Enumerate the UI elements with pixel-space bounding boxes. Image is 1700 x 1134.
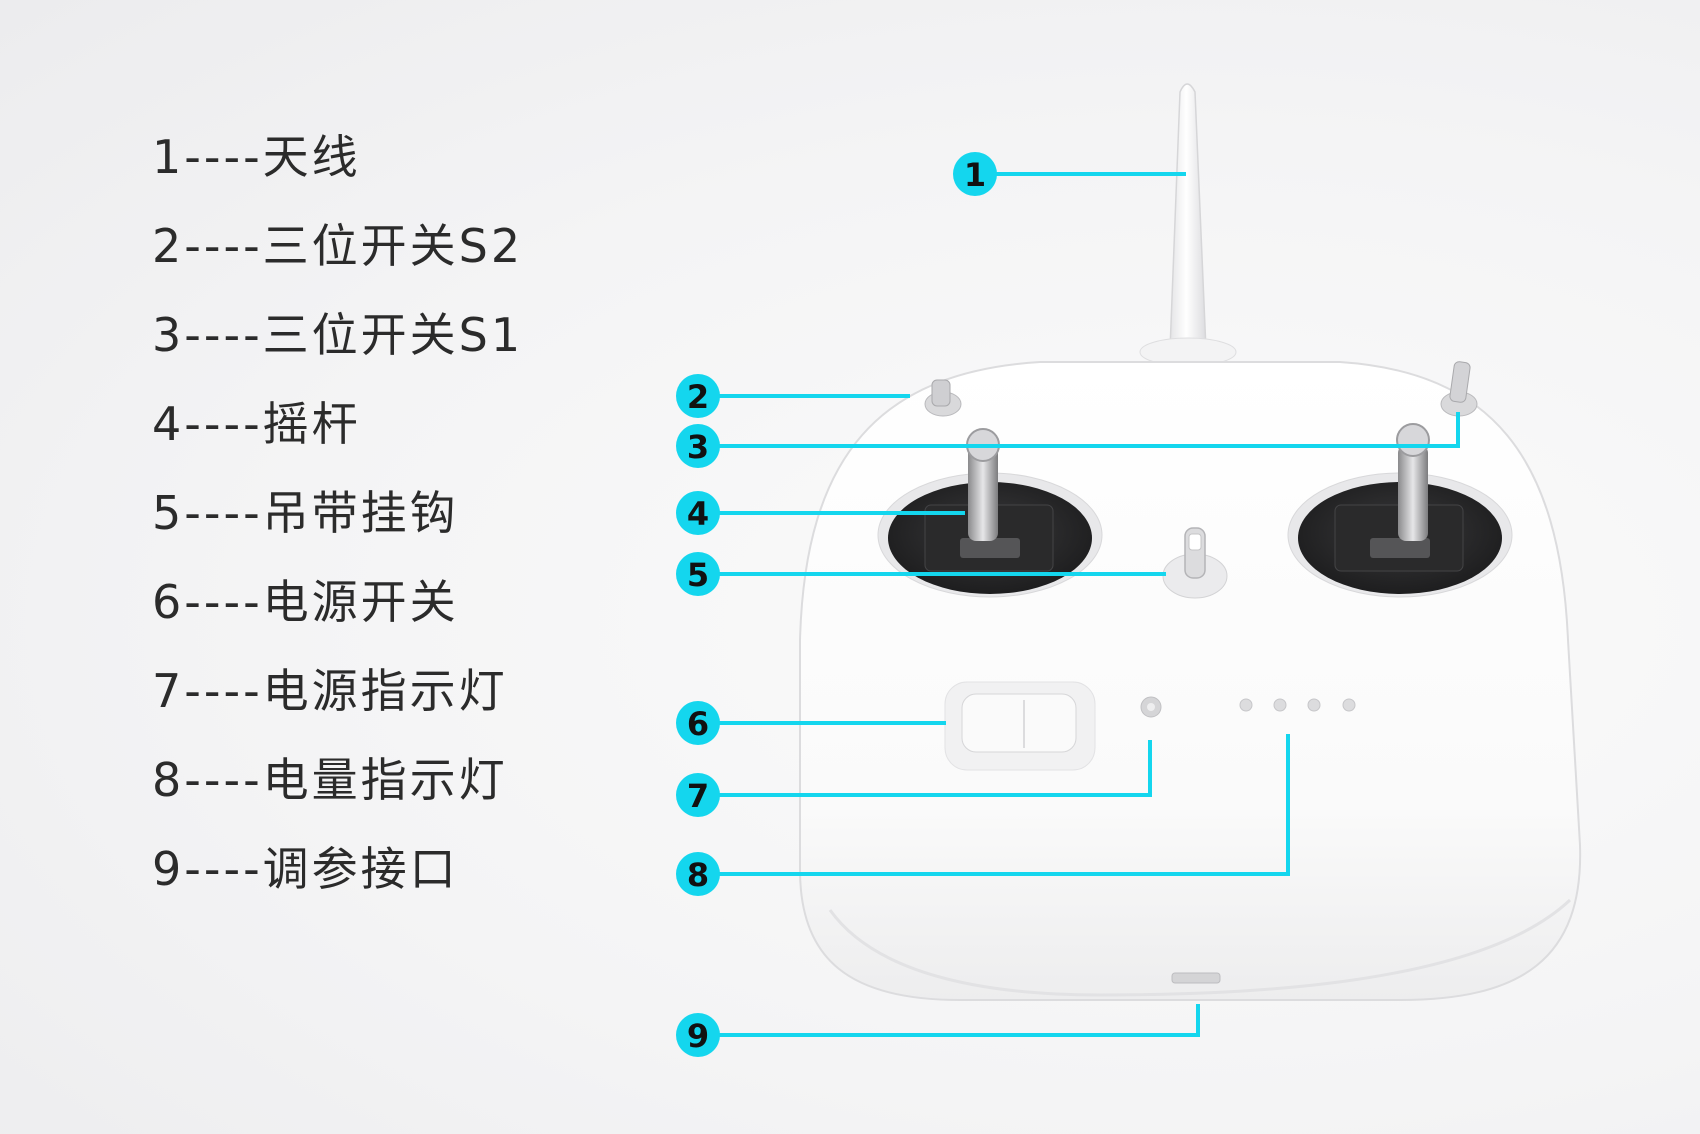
lanyard-hook bbox=[1162, 527, 1228, 599]
callout-8-number: 8 bbox=[687, 856, 709, 894]
legend-item-switch-s1: 3----三位开关S1 bbox=[152, 308, 524, 362]
callout-7-number: 7 bbox=[687, 777, 709, 815]
legend-item-switch-s2: 2----三位开关S2 bbox=[152, 219, 524, 273]
callout-3: 3 bbox=[676, 412, 1460, 468]
callout-5-number: 5 bbox=[687, 556, 709, 594]
callout-1: 1 bbox=[953, 152, 1186, 196]
legend-item-battery-indicator: 8----电量指示灯 bbox=[152, 753, 508, 807]
antenna bbox=[1139, 83, 1237, 367]
callout-4: 4 bbox=[676, 491, 965, 535]
callout-8: 8 bbox=[676, 734, 1290, 896]
legend-item-antenna: 1----天线 bbox=[152, 130, 361, 184]
legend-item-power-indicator: 7----电源指示灯 bbox=[152, 664, 508, 718]
callout-3-number: 3 bbox=[687, 428, 709, 466]
callout-9-number: 9 bbox=[687, 1017, 709, 1055]
callout-6: 6 bbox=[676, 701, 946, 745]
legend-item-power-switch: 6----电源开关 bbox=[152, 575, 459, 629]
callout-9: 9 bbox=[676, 1004, 1200, 1057]
callout-1-number: 1 bbox=[964, 156, 986, 194]
battery-indicator-leds bbox=[1239, 698, 1356, 712]
power-indicator-led bbox=[1140, 696, 1162, 718]
legend-item-config-port: 9----调参接口 bbox=[152, 842, 459, 896]
power-switch bbox=[944, 681, 1096, 771]
config-port bbox=[1171, 972, 1221, 984]
callout-2: 2 bbox=[676, 374, 910, 418]
callout-5: 5 bbox=[676, 552, 1166, 596]
callout-6-number: 6 bbox=[687, 705, 709, 743]
toggle-switch-s2 bbox=[924, 379, 962, 417]
callout-7: 7 bbox=[676, 740, 1152, 817]
legend-item-joystick: 4----摇杆 bbox=[152, 397, 361, 451]
legend-list: 1----天线 2----三位开关S2 3----三位开关S1 4----摇杆 … bbox=[152, 118, 523, 919]
legend-item-lanyard-hook: 5----吊带挂钩 bbox=[152, 486, 459, 540]
toggle-switch-s1 bbox=[1440, 361, 1478, 417]
callout-2-number: 2 bbox=[687, 378, 709, 416]
left-joystick bbox=[877, 428, 1103, 598]
callout-4-number: 4 bbox=[687, 495, 709, 533]
